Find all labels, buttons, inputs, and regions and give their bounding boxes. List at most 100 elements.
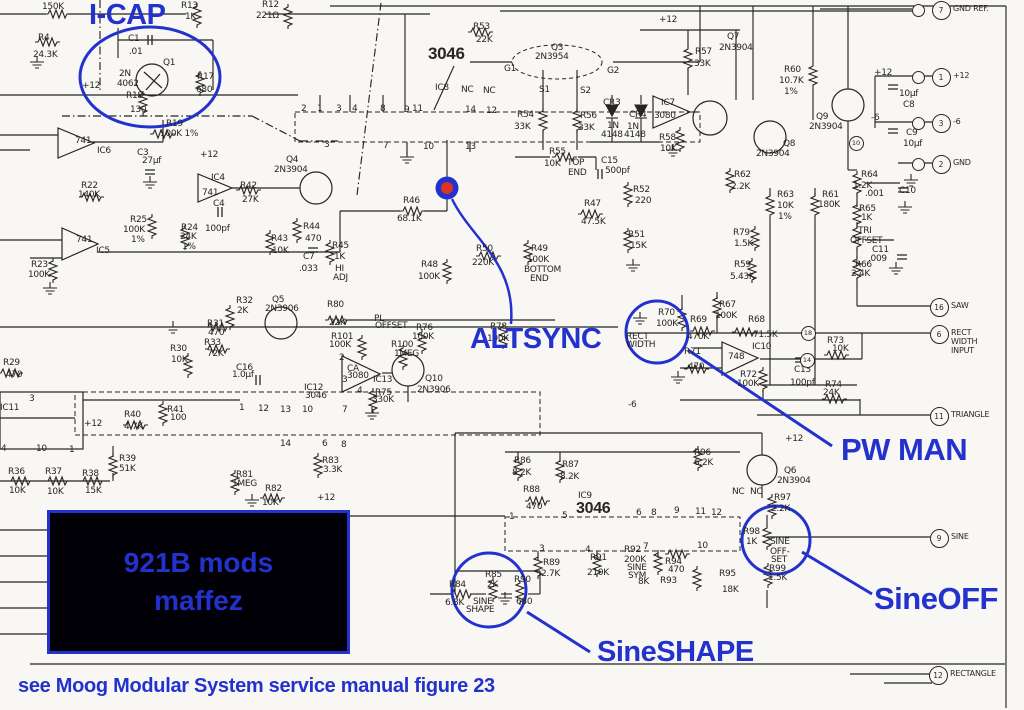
component-label: 27K <box>242 195 259 205</box>
component-label: 3 <box>336 104 342 114</box>
resistor-symbol <box>497 324 509 349</box>
component-label: R51 <box>628 230 645 240</box>
component-label: -6 <box>871 113 880 123</box>
component-label: 2.4K <box>851 269 871 279</box>
component-label: SYM <box>628 571 647 581</box>
component-label: 10K <box>262 498 279 508</box>
terminal-circle: 7 <box>931 0 951 20</box>
terminal-label: SAW <box>951 301 969 310</box>
resistor-symbol <box>282 4 294 29</box>
component-label: 1 <box>509 512 515 522</box>
component-label: END <box>530 274 549 284</box>
component-label: Q4 <box>286 155 299 165</box>
resistor-symbol <box>749 226 761 251</box>
component-label: OFFSET <box>850 236 883 246</box>
resistor-symbol <box>851 256 863 281</box>
component-label: 51K <box>119 464 136 474</box>
component-label: 1 <box>69 445 75 455</box>
sineshape-leader-line <box>526 610 591 654</box>
component-label: 24.3K <box>33 50 58 60</box>
resistor-symbol <box>512 456 524 481</box>
component-label: 470K <box>687 332 709 342</box>
resistor-symbol <box>468 26 493 38</box>
component-label: 1 <box>317 104 323 114</box>
component-label: 10 <box>36 444 47 454</box>
resistor-symbol <box>764 193 776 218</box>
resistor-symbol <box>851 171 863 196</box>
component-label: R67 <box>719 300 736 310</box>
terminal-circle: 9 <box>929 528 949 548</box>
component-label: R45 <box>332 241 349 251</box>
ground-symbol <box>400 151 414 164</box>
component-label: 4 <box>357 386 363 396</box>
ic11-box <box>0 391 84 450</box>
component-label: OFF- <box>770 547 790 557</box>
capacitor-symbol <box>255 375 261 385</box>
transistor-q7 <box>692 100 728 136</box>
component-label: 10K <box>777 201 794 211</box>
component-label: +12 <box>659 15 678 25</box>
resistor-symbol <box>762 563 774 588</box>
component-label: 1MEG <box>394 349 419 359</box>
component-label: 12 <box>486 106 497 116</box>
component-label: HI <box>335 264 344 274</box>
transistor-q1-leads <box>143 71 163 91</box>
resistor-symbol <box>622 182 634 207</box>
component-label: R88 <box>523 485 540 495</box>
component-label: Q7 <box>727 32 740 42</box>
resistor-symbol <box>157 401 169 426</box>
component-label: 22K <box>476 35 493 45</box>
component-label: 4 <box>585 545 591 555</box>
resistor-symbol <box>205 343 230 355</box>
component-label: 4 <box>352 104 358 114</box>
component-label: 1K <box>185 12 197 22</box>
component-label: 2N3906 <box>417 385 451 395</box>
resistor-symbol <box>312 453 324 478</box>
component-label: IC5 <box>96 246 110 256</box>
resistor-symbol <box>324 240 336 265</box>
component-label: NC <box>483 86 496 96</box>
sineoff-leader-line <box>801 550 873 596</box>
component-label: R86 <box>514 456 531 466</box>
terminal-circle: 12 <box>928 665 948 685</box>
component-label: 33K <box>514 122 531 132</box>
pwman-leader-line <box>687 348 833 448</box>
component-label: IC10 <box>752 342 772 352</box>
component-label: IC7 <box>661 98 675 108</box>
component-label: R4 <box>38 33 50 43</box>
resistor-symbol <box>525 495 550 507</box>
terminal-circle: 14 <box>799 352 815 368</box>
resistor-symbol <box>622 228 634 253</box>
component-label: 13 <box>465 142 476 152</box>
component-label: R44 <box>303 222 320 232</box>
resistor-symbol <box>807 63 819 88</box>
component-label: 680 <box>196 85 213 95</box>
component-label: 2K <box>487 580 499 590</box>
component-label: 2N3904 <box>777 476 811 486</box>
transistor-q6 <box>746 454 778 486</box>
resistor-symbol <box>260 492 285 504</box>
ground-symbol <box>30 56 44 69</box>
resistor-symbol <box>822 393 847 405</box>
resistor-symbol <box>35 36 60 48</box>
resistor-symbol <box>137 91 149 116</box>
component-label: +12 <box>82 81 101 91</box>
component-label: 100K <box>656 319 678 329</box>
component-label: 10 <box>302 405 313 415</box>
component-label: 3080 <box>347 371 369 381</box>
component-label: R48 <box>421 260 438 270</box>
component-label: 100K <box>329 340 351 350</box>
component-label: 100K <box>418 272 440 282</box>
sineoff-annotation: SineOFF <box>874 581 998 616</box>
component-label: 1K <box>861 213 873 223</box>
component-label: 1 <box>239 403 245 413</box>
component-label: C10 <box>899 186 916 196</box>
resistor-symbol <box>851 202 863 227</box>
component-label: 13 <box>280 405 291 415</box>
ground-symbol <box>245 494 259 507</box>
component-label: 680 <box>516 597 533 607</box>
component-label: 100K <box>737 379 759 389</box>
component-label: 100K <box>487 334 509 344</box>
resistor-symbol <box>179 225 191 250</box>
